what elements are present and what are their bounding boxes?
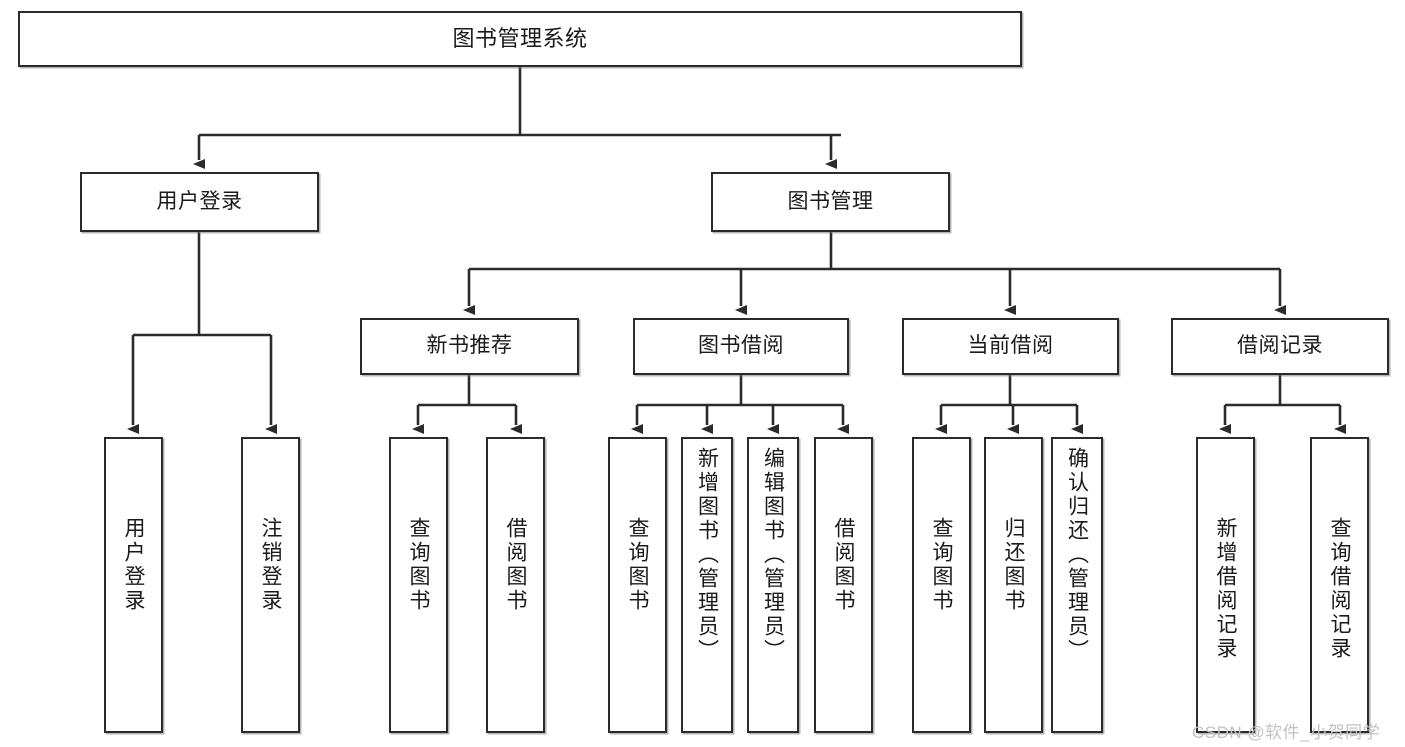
node-book-borrow-label: 图书借阅 (698, 334, 784, 358)
node-leaf-return-book[interactable]: 归还图书 (984, 437, 1043, 733)
node-book-borrow[interactable]: 图书借阅 (633, 318, 849, 375)
node-leaf-confirm-return[interactable]: 确认归还（管理员） (1051, 437, 1103, 733)
node-leaf-query-book-3[interactable]: 查询图书 (912, 437, 971, 733)
node-leaf-add-borrow-rec[interactable]: 新增借阅记录 (1196, 437, 1255, 733)
node-leaf-logout[interactable]: 注销登录 (241, 437, 300, 733)
node-leaf-borrow-book-2[interactable]: 借阅图书 (814, 437, 873, 733)
node-leaf-user-login-label: 用户登录 (122, 517, 145, 613)
node-leaf-query-borrow-rec-label: 查询借阅记录 (1328, 517, 1351, 661)
node-leaf-query-book-2[interactable]: 查询图书 (608, 437, 667, 733)
node-leaf-edit-book-admin[interactable]: 编辑图书（管理员） (747, 437, 799, 733)
node-current-borrow[interactable]: 当前借阅 (902, 318, 1119, 375)
node-leaf-user-login[interactable]: 用户登录 (104, 437, 163, 733)
node-leaf-add-book-admin[interactable]: 新增图书（管理员） (681, 437, 733, 733)
node-user-login-label: 用户登录 (156, 189, 243, 213)
node-leaf-borrow-book-1-label: 借阅图书 (504, 517, 527, 613)
node-leaf-query-book-2-label: 查询图书 (626, 517, 649, 613)
node-borrow-record[interactable]: 借阅记录 (1171, 318, 1389, 375)
node-book-manage[interactable]: 图书管理 (711, 172, 950, 232)
node-leaf-add-book-admin-label: 新增图书（管理员） (695, 447, 719, 663)
node-leaf-query-book-1[interactable]: 查询图书 (389, 437, 448, 733)
node-user-login[interactable]: 用户登录 (80, 172, 319, 232)
node-borrow-record-label: 借阅记录 (1237, 334, 1323, 358)
node-current-borrow-label: 当前借阅 (967, 334, 1054, 358)
node-leaf-borrow-book-1[interactable]: 借阅图书 (486, 437, 545, 733)
node-new-book-recommend-label: 新书推荐 (426, 334, 513, 358)
node-root[interactable]: 图书管理系统 (18, 11, 1022, 67)
node-leaf-query-book-1-label: 查询图书 (407, 517, 430, 613)
node-leaf-query-book-3-label: 查询图书 (930, 517, 953, 613)
node-leaf-add-borrow-rec-label: 新增借阅记录 (1214, 517, 1237, 661)
node-leaf-query-borrow-rec[interactable]: 查询借阅记录 (1310, 437, 1369, 733)
node-book-manage-label: 图书管理 (787, 189, 874, 213)
node-root-label: 图书管理系统 (452, 26, 588, 52)
node-leaf-return-book-label: 归还图书 (1002, 517, 1025, 613)
node-leaf-confirm-return-label: 确认归还（管理员） (1065, 447, 1089, 663)
csdn-watermark: CSDN @软件_小贺同学 (1192, 723, 1381, 742)
node-leaf-borrow-book-2-label: 借阅图书 (832, 517, 855, 613)
node-leaf-logout-label: 注销登录 (259, 517, 282, 613)
node-new-book-recommend[interactable]: 新书推荐 (360, 318, 579, 375)
node-leaf-edit-book-admin-label: 编辑图书（管理员） (761, 447, 785, 663)
